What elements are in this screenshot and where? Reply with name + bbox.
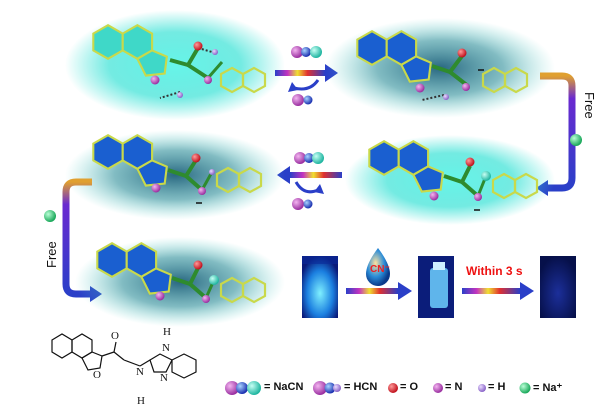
legend-hcn: = HCN: [344, 381, 378, 393]
chem-o-furan: O: [93, 369, 101, 381]
reaction-arrow-2: [277, 152, 342, 210]
vial-before-fluorescent: [302, 256, 338, 318]
legend-n: = N: [445, 381, 463, 393]
na-complex-middle-right: [345, 135, 555, 225]
free-label-right: Free: [582, 92, 597, 119]
chem-o-carbonyl: O: [111, 330, 119, 342]
legend-h: = H: [488, 381, 506, 393]
cyanide-drop-arrow: [346, 248, 412, 300]
chem-h-amide: H: [137, 395, 145, 407]
within-time-label: Within 3 s: [466, 264, 523, 278]
deprotonated-probe-top-right: [325, 18, 555, 118]
legend: [225, 381, 531, 395]
chem-n-imid1: N: [162, 342, 170, 354]
vial-after-quenched: [540, 256, 576, 318]
chem-h-imid: H: [163, 326, 171, 338]
legend-nacn: = NaCN: [264, 381, 304, 393]
legend-na: = Na⁺: [533, 382, 563, 394]
probe-chemical-structure: [51, 333, 197, 379]
reaction-arrow-1: [275, 46, 338, 106]
free-probe-bottom-left: [75, 237, 285, 327]
chem-n-imid2: N: [160, 372, 168, 384]
legend-o: = O: [400, 381, 419, 393]
vial-after-addition: [418, 256, 454, 318]
probe-complex-top-left: [65, 10, 285, 120]
fast-response-arrow: [462, 282, 534, 300]
free-label-left: Free: [44, 241, 59, 268]
chem-n-amide: N: [136, 366, 144, 378]
cn-drop-label: CN⁻: [370, 264, 390, 275]
deprotonated-probe-middle-left: [65, 130, 285, 220]
